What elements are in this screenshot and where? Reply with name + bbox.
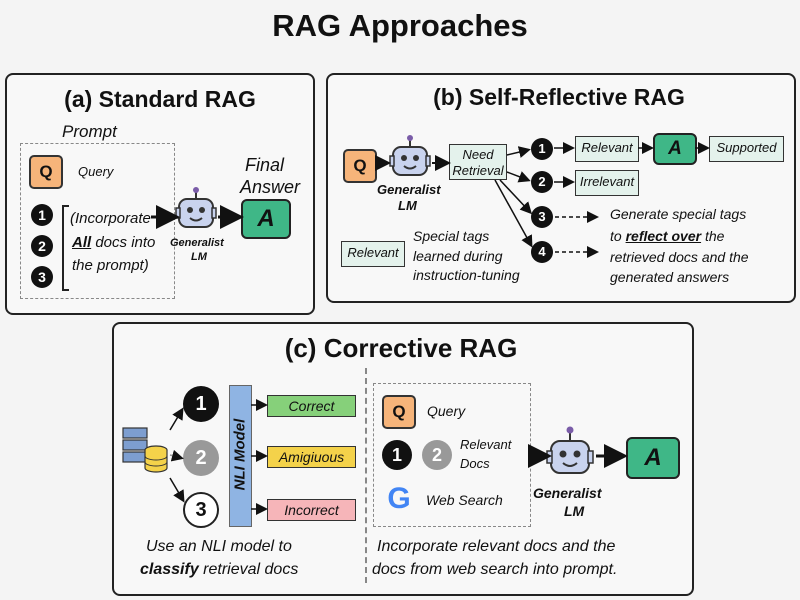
caption-left-classify: classify (140, 561, 199, 578)
incorporate-line-2-rest: docs into (91, 234, 156, 251)
caption-right-2: docs from web search into prompt. (372, 561, 618, 578)
branch-number-3: 3 (531, 206, 553, 228)
legend-line-2: learned during (413, 248, 503, 264)
arrow-db-to-1 (169, 407, 184, 431)
ambiguous-tag: Amigiuous (267, 446, 356, 468)
need-retrieval-line-2: Retrieval (452, 163, 504, 178)
corrective-answer-box: A (626, 437, 680, 479)
branch-number-4: 4 (531, 241, 553, 263)
legend-line-1: Special tags (413, 228, 490, 244)
generate-tags-line-2: to reflect over the (610, 228, 724, 244)
web-search-label: Web Search (426, 492, 503, 508)
generate-tags-line-4: generated answers (610, 269, 730, 285)
prompt-label: Prompt (62, 122, 117, 141)
arrow-need-to-3 (499, 179, 533, 215)
corrective-q-box: Q (382, 395, 416, 429)
panel-standard-rag (5, 73, 315, 315)
generate-tags-line-2-post: the (701, 228, 725, 244)
final-answer-label-2: Answer (240, 177, 301, 197)
panel-c-title: (c) Corrective RAG (284, 333, 518, 363)
supported-tag: Supported (709, 136, 784, 162)
final-answer-box: A (241, 199, 291, 239)
nli-number-1: 1 (183, 386, 219, 422)
panel-b-title: (b) Self-Reflective RAG (433, 84, 685, 110)
generate-tags-line-3: retrieved docs and the (610, 249, 749, 265)
relevant-doc-2: 2 (422, 440, 452, 470)
robot-icon (389, 135, 431, 176)
page-title: RAG Approaches (272, 8, 528, 43)
generate-tags-line-2-pre: to (610, 228, 626, 244)
nli-number-3: 3 (183, 492, 219, 528)
arrow-need-to-4 (494, 179, 533, 248)
generate-tags-line-1: Generate special tags (610, 206, 747, 222)
query-q-box: Q (29, 155, 63, 189)
query-label: Query (78, 164, 114, 179)
google-icon: G (387, 482, 411, 515)
incorporate-line-2: All docs into (72, 234, 155, 251)
robot-icon (546, 426, 594, 474)
reflect-over: reflect over (625, 228, 702, 244)
panel-a-title: (a) Standard RAG (64, 86, 256, 112)
relevant-tag: Relevant (575, 136, 639, 162)
relevant-docs-line-2: Docs (460, 456, 490, 471)
relevant-docs-line-1: Relevant (460, 437, 512, 452)
incorporate-line-1: (Incorporate (70, 210, 151, 227)
caption-left-2-rest: retrieval docs (198, 561, 299, 578)
lm-label-b-1: Generalist (377, 182, 441, 197)
caption-left-1: Use an NLI model to (146, 538, 292, 555)
database-icon (122, 427, 168, 473)
caption-right-1: Incorporate relevant docs and the (377, 538, 616, 555)
correct-tag: Correct (267, 395, 356, 417)
caption-left-2: classify retrieval docs (140, 561, 298, 579)
irrelevant-tag: Irrelevant (575, 170, 639, 196)
corrective-query-label: Query (427, 403, 466, 419)
nli-number-2: 2 (183, 440, 219, 476)
incorrect-tag: Incorrect (267, 499, 356, 521)
arrow-need-to-2 (506, 171, 531, 183)
docs-bracket (62, 205, 69, 291)
doc-number-1: 1 (31, 204, 53, 226)
robot-icon (175, 187, 217, 228)
incorporate-line-3: the prompt) (72, 257, 149, 274)
arrow-db-to-3 (169, 477, 185, 503)
incorporate-all: All (72, 234, 92, 251)
lm-label-c-1: Generalist (533, 485, 602, 501)
lm-label-c-2: LM (564, 503, 585, 519)
branch-number-1: 1 (531, 138, 553, 160)
doc-number-3: 3 (31, 266, 53, 288)
legend-line-3: instruction-tuning (413, 267, 520, 283)
lm-label-a-2: LM (191, 251, 207, 263)
lm-label-a-1: Generalist (170, 237, 224, 249)
panel-c-divider (365, 368, 367, 583)
legend-relevant-tag: Relevant (341, 241, 405, 267)
branch-number-2: 2 (531, 171, 553, 193)
need-retrieval-line-1: Need (462, 147, 494, 162)
final-answer-label-1: Final (245, 155, 285, 175)
arrow-need-to-1 (506, 146, 531, 158)
lm-label-b-2: LM (398, 198, 417, 213)
relevant-doc-1: 1 (382, 440, 412, 470)
self-reflective-q-box: Q (343, 149, 377, 183)
arrow-db-to-2 (169, 449, 184, 462)
self-reflective-answer-box: A (653, 133, 697, 165)
doc-number-2: 2 (31, 235, 53, 257)
